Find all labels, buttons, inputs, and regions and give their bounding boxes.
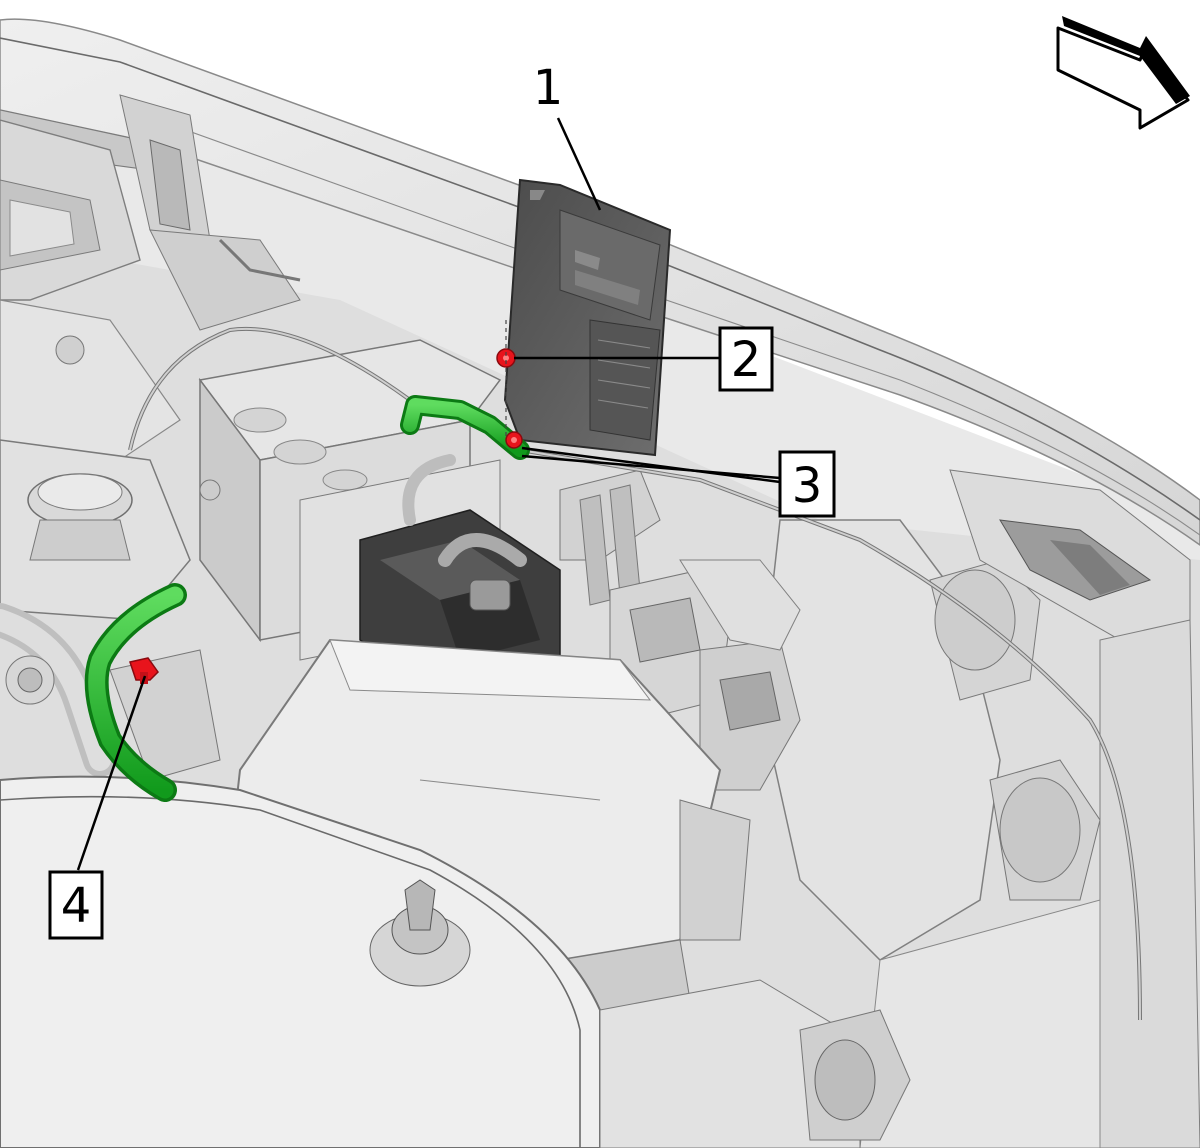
lower-left-hoses bbox=[0, 603, 221, 781]
right-headlamp-area bbox=[759, 469, 1200, 1148]
callout-3-label: 3 bbox=[792, 458, 823, 514]
lower-center-components bbox=[599, 979, 911, 1148]
callout-1: 1 bbox=[533, 60, 564, 116]
callout-leaders bbox=[76, 117, 781, 871]
control-module bbox=[503, 178, 672, 457]
callout-1-label: 1 bbox=[533, 60, 564, 116]
callout-4: 4 bbox=[48, 870, 104, 940]
ground-cable-upper bbox=[400, 395, 530, 460]
fastener-2-nut bbox=[496, 348, 516, 368]
direction-arrow-icon bbox=[1056, 16, 1190, 130]
fastener-3-nut bbox=[505, 431, 523, 449]
wiring-harness bbox=[128, 238, 1142, 1021]
callout-4-label: 4 bbox=[61, 878, 92, 934]
ground-cable-lower bbox=[84, 583, 187, 802]
engine-cover bbox=[0, 775, 601, 1148]
callout-2: 2 bbox=[718, 326, 774, 392]
left-inner-fender bbox=[0, 119, 301, 461]
callout-3: 3 bbox=[778, 450, 836, 518]
connector-cluster bbox=[609, 559, 801, 791]
callout-2-label: 2 bbox=[731, 332, 762, 388]
